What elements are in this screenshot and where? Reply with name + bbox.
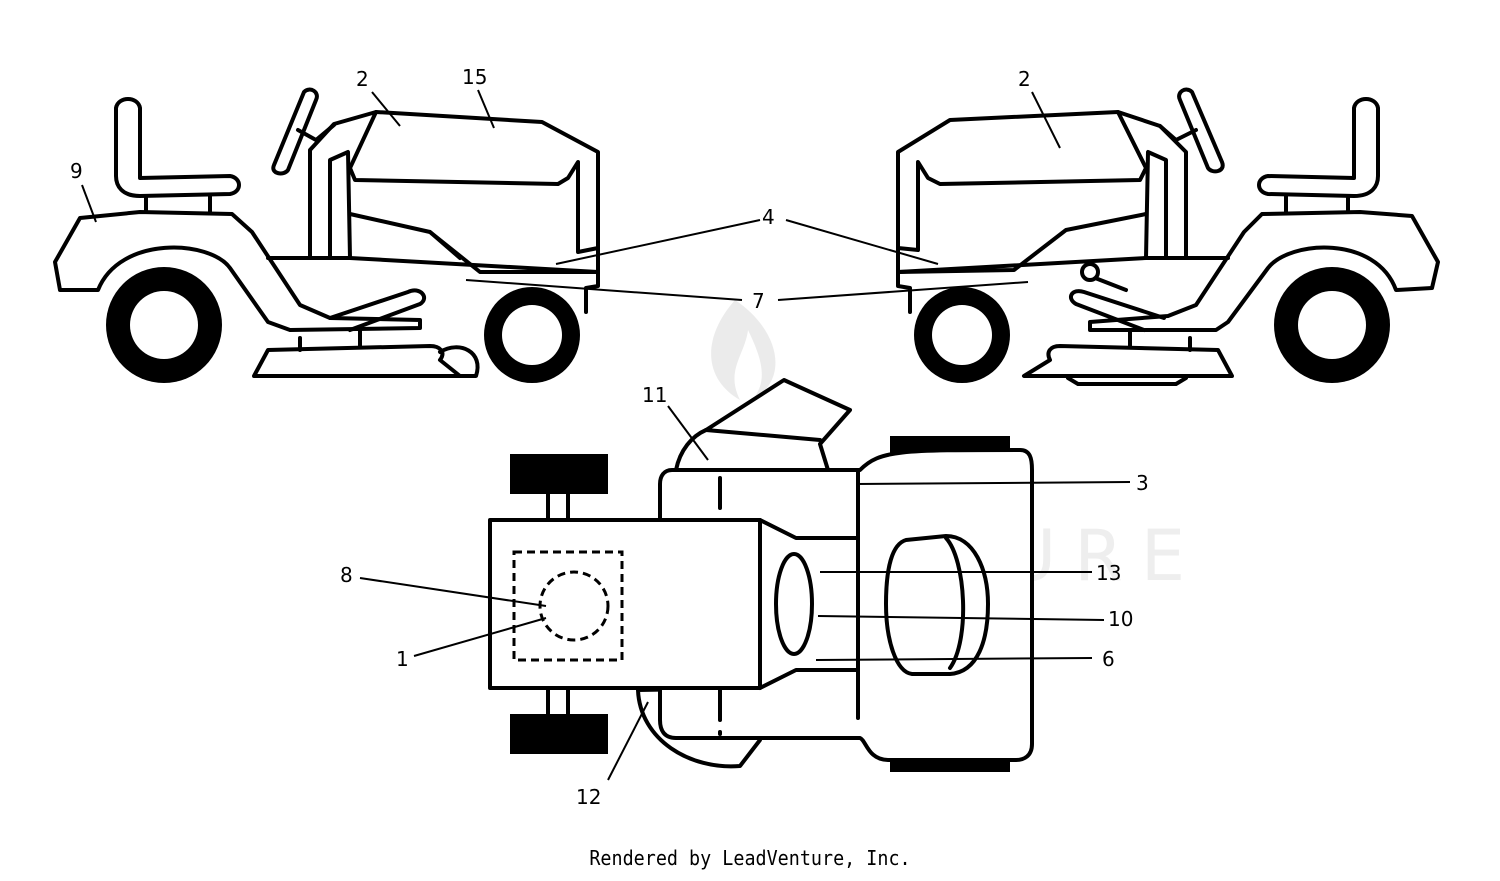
leader-2-left [371,91,401,127]
leader-11 [667,405,709,461]
leader-3 [855,481,1131,485]
leader-9 [81,184,97,223]
leader-4-left [555,219,761,265]
steering-wheel [271,87,319,176]
hood-side-right [896,212,1148,274]
callout-2-right: 2 [1018,67,1031,91]
dash-frame-right [1116,110,1188,260]
callout-1: 1 [396,647,409,671]
tire-rear-top [510,454,608,494]
leader-lines [81,89,1131,781]
discharge-chute-top [674,378,852,472]
mower-deck-right [1022,344,1234,378]
callout-15: 15 [462,65,487,89]
dash-frame [308,110,378,260]
callout-10: 10 [1108,607,1133,631]
leader-2-right [1031,91,1061,149]
rear-wheel-hub-right [1298,291,1366,359]
callout-13: 13 [1096,561,1121,585]
rear-fender-right [1088,210,1440,332]
callout-3: 3 [1136,471,1149,495]
hood-panel [884,534,990,676]
rear-fender [53,210,422,332]
frame-bottom-right [896,256,1230,314]
callout-4: 4 [762,205,775,229]
hood [348,110,600,254]
front-wheel-hub [502,305,562,365]
callout-12: 12 [576,785,601,809]
callout-2-left: 2 [356,67,369,91]
leader-8 [359,577,547,607]
tire-rear-bottom [510,714,608,754]
callout-numbers: 9 2 15 4 7 2 11 3 13 10 6 8 1 12 [70,65,1149,809]
callout-11: 11 [642,383,667,407]
mower-deck [252,344,462,378]
leader-7-right [777,281,1029,301]
lever-knob-right [1080,262,1100,282]
callout-6: 6 [1102,647,1115,671]
flame-watermark-icon [711,300,776,400]
hood-side [348,212,600,274]
deck-hanger-right [1128,328,1192,352]
deck-hanger [298,328,362,352]
callout-9: 9 [70,159,83,183]
foot-pedal [328,288,427,332]
tractor-right-side-view [896,87,1440,386]
seat-right [1257,97,1380,198]
seat-base-right [1284,194,1350,214]
foot-pedal-right [1068,289,1166,332]
leader-12 [607,701,649,781]
front-wheel-hub-right [932,305,992,365]
leader-1 [413,617,547,657]
leader-7-left [465,279,743,301]
callout-8: 8 [340,563,353,587]
seat-outline-dashed [512,550,624,662]
seat [114,97,241,198]
rear-wheel-hub [130,291,198,359]
tractor-top-view [488,378,1034,772]
tractor-left-side-view [53,87,600,383]
chute-fold [704,428,822,442]
deck-blade-right [1066,376,1188,386]
seat-base [144,194,212,214]
leader-6 [815,657,1093,661]
callout-7: 7 [752,289,765,313]
frame-bottom [266,230,600,314]
hood-right [896,110,1148,252]
hood-panel-curve [944,536,966,670]
leader-10 [817,615,1105,621]
steering-wheel-right [1177,87,1225,174]
leader-4-right [785,219,939,265]
steering-wheel-top [774,552,814,656]
rear-axle [546,492,570,716]
leader-15 [477,89,495,129]
discharge-chute [438,345,480,378]
footer-credit: Rendered by LeadVenture, Inc. [589,846,911,870]
